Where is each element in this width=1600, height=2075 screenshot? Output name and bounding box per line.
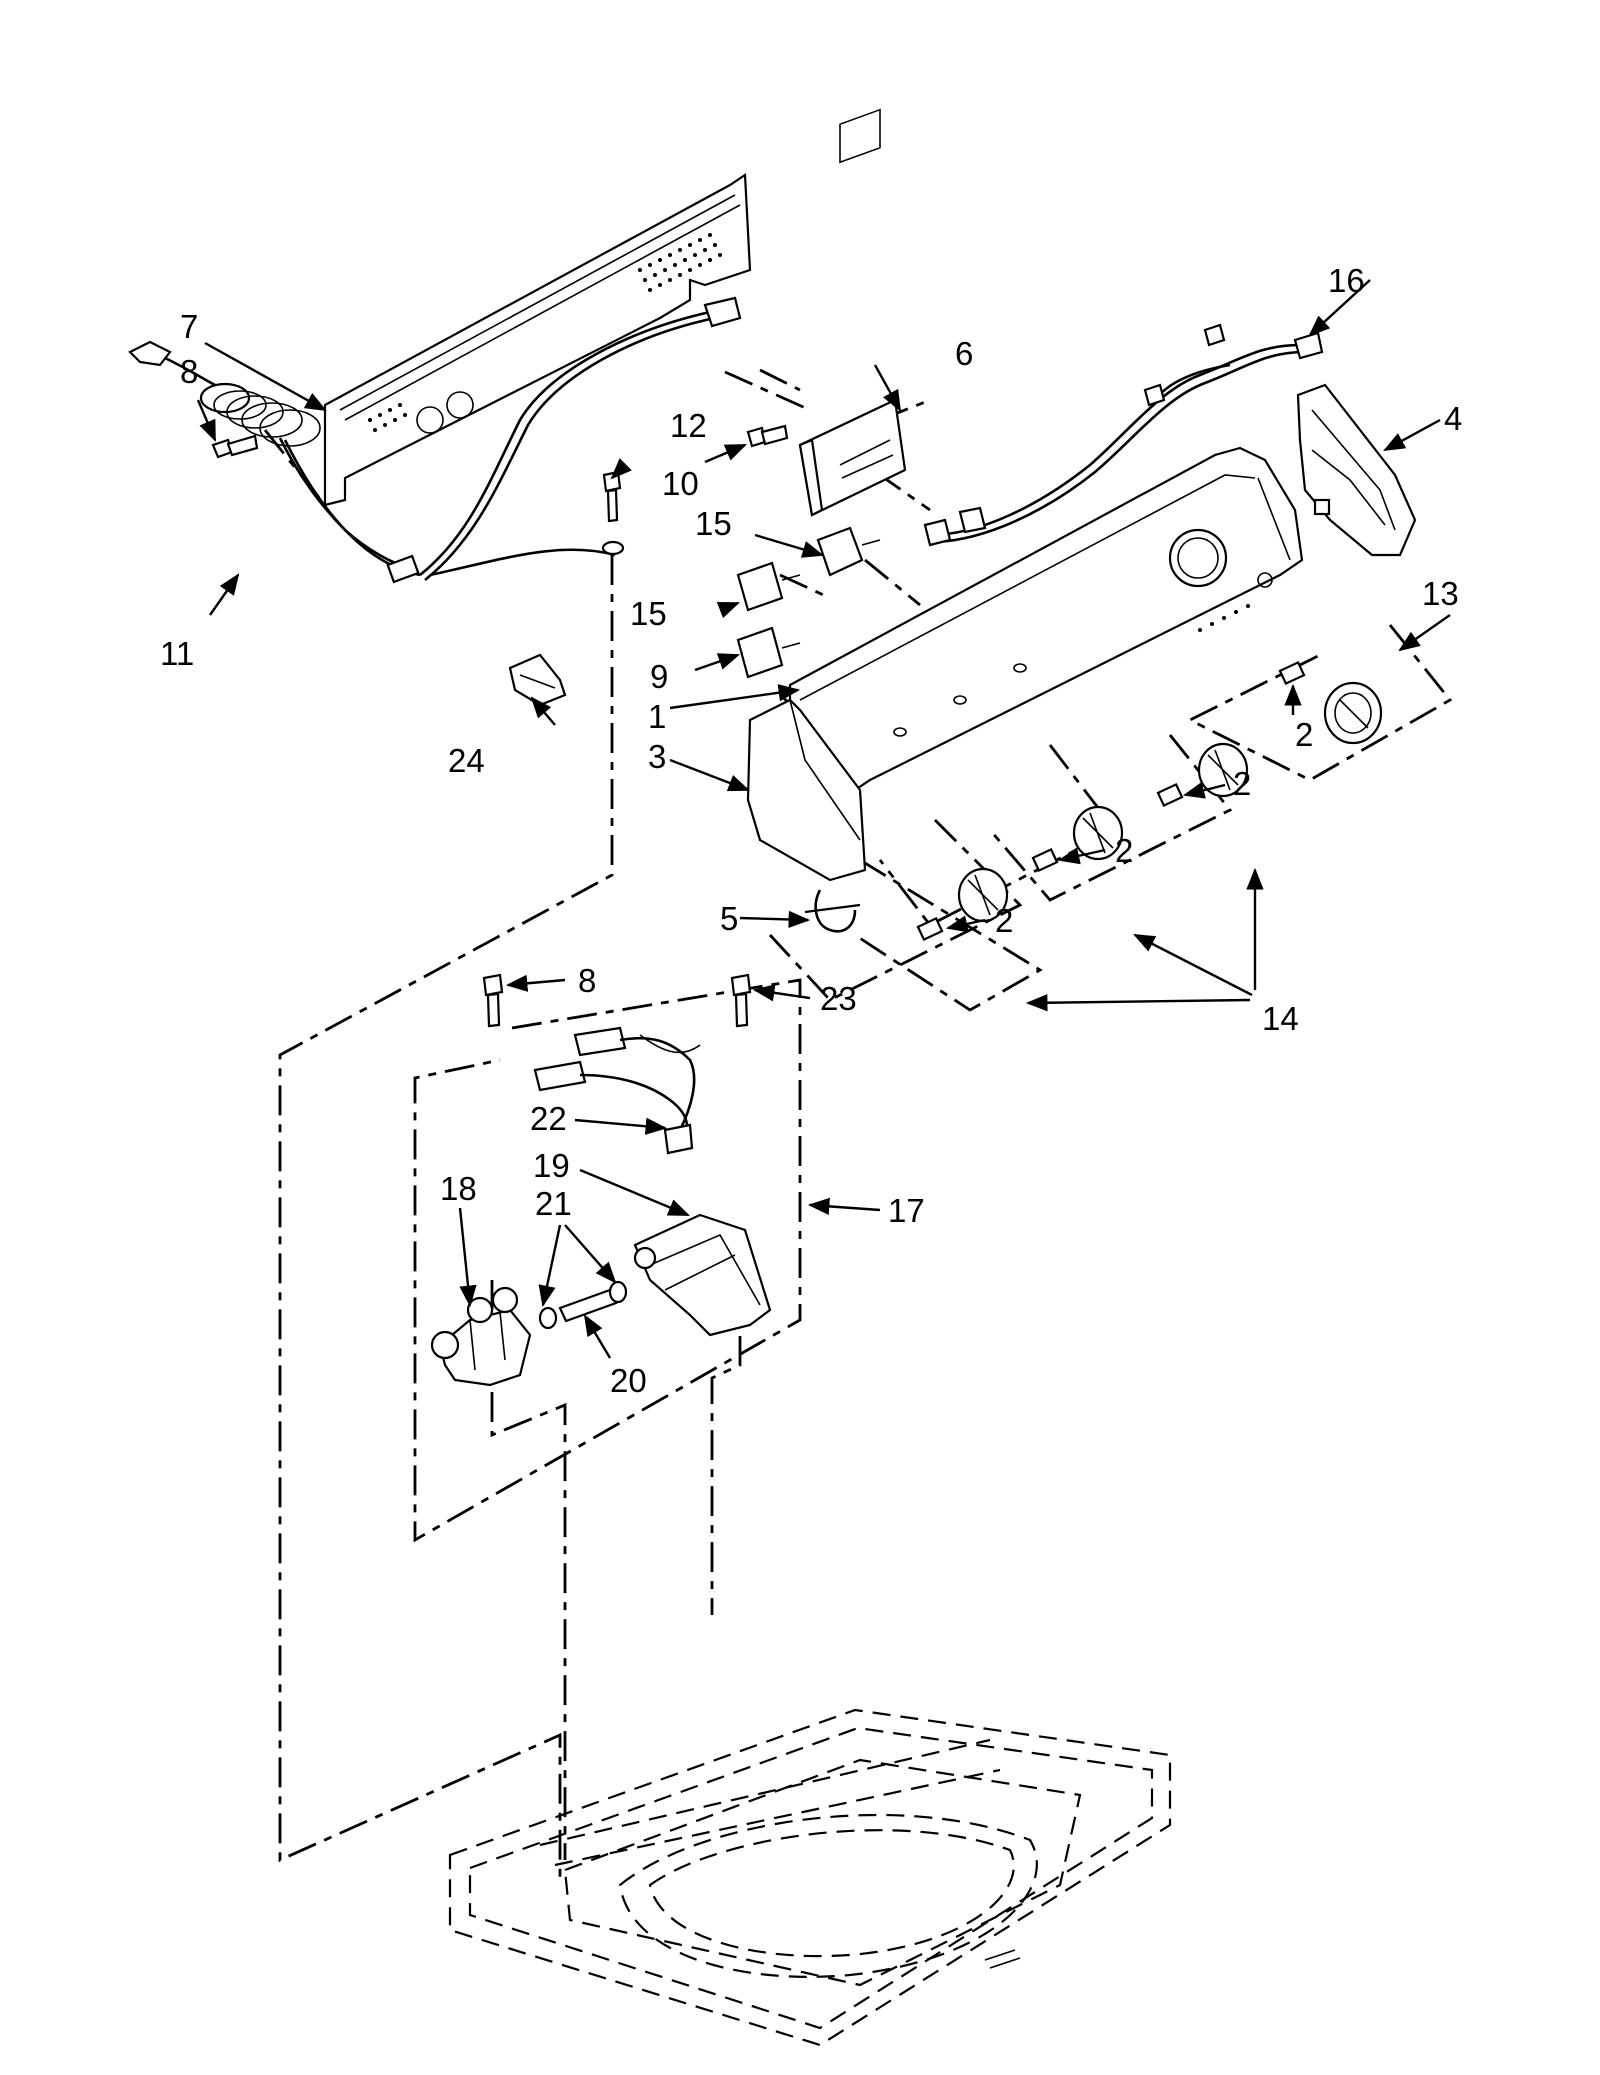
callout-18: 18 xyxy=(440,1170,477,1207)
knob-assembly-boxes xyxy=(768,624,1453,1012)
callout-2-a: 2 xyxy=(995,902,1013,939)
screw-part-12 xyxy=(601,470,625,556)
callout-2-d: 2 xyxy=(1295,716,1313,753)
callout-15-upper: 15 xyxy=(695,505,732,542)
wire-harness-part-22 xyxy=(533,1026,701,1155)
callout-1: 1 xyxy=(648,698,666,735)
callout-15-lower: 15 xyxy=(630,595,667,632)
callout-2-c: 2 xyxy=(1233,765,1251,802)
callout-5: 5 xyxy=(720,900,738,937)
callout-3: 3 xyxy=(648,738,666,775)
switch-part-15-upper xyxy=(816,526,881,577)
callout-24: 24 xyxy=(448,742,485,779)
spacers xyxy=(916,660,1306,942)
callout-8-lower: 8 xyxy=(578,962,596,999)
callout-6: 6 xyxy=(955,335,973,372)
leader-lines xyxy=(196,279,1451,1359)
screw-part-8-lower xyxy=(482,973,504,1028)
callout-20: 20 xyxy=(610,1362,647,1399)
assembly-box-17 xyxy=(413,978,802,1543)
switch-part-9 xyxy=(736,626,801,679)
callout-19: 19 xyxy=(533,1147,570,1184)
hook-part-5 xyxy=(804,889,861,933)
callout-10: 10 xyxy=(662,465,699,502)
clip-part-24 xyxy=(508,653,567,707)
hose-part-20 xyxy=(558,1288,618,1323)
screw-part-10 xyxy=(746,424,789,448)
base-frame xyxy=(448,1708,1172,2047)
end-cap-part-4 xyxy=(1296,383,1417,557)
knobs xyxy=(957,681,1383,923)
callout-16: 16 xyxy=(1328,262,1365,299)
screw-part-8-top xyxy=(211,434,259,459)
assembly-lines xyxy=(263,368,931,1880)
callout-22: 22 xyxy=(530,1100,567,1137)
callout-23: 23 xyxy=(820,980,857,1017)
callout-4: 4 xyxy=(1444,400,1462,437)
end-cap-part-3 xyxy=(746,698,867,882)
callout-8-top: 8 xyxy=(180,353,198,390)
power-cord-part-11 xyxy=(128,296,742,584)
callout-21: 21 xyxy=(535,1185,572,1222)
callout-7: 7 xyxy=(180,308,198,345)
screw-part-23 xyxy=(730,973,752,1028)
callout-13: 13 xyxy=(1422,575,1459,612)
callout-labels: 7 8 11 12 10 6 16 4 13 15 15 9 1 3 5 24 … xyxy=(160,262,1462,1399)
callout-12: 12 xyxy=(670,407,707,444)
control-board-part-6 xyxy=(798,108,907,517)
callout-2-b: 2 xyxy=(1115,832,1133,869)
switch-part-15-lower xyxy=(736,561,801,612)
callout-17: 17 xyxy=(888,1192,925,1229)
callout-14: 14 xyxy=(1262,1000,1299,1037)
back-panel-part-7 xyxy=(323,173,752,507)
dispenser-part-19 xyxy=(633,1213,772,1337)
callout-9: 9 xyxy=(650,658,668,695)
clamps-part-21 xyxy=(538,1280,628,1330)
callout-11: 11 xyxy=(160,635,194,672)
water-valve-part-18 xyxy=(430,1286,532,1387)
